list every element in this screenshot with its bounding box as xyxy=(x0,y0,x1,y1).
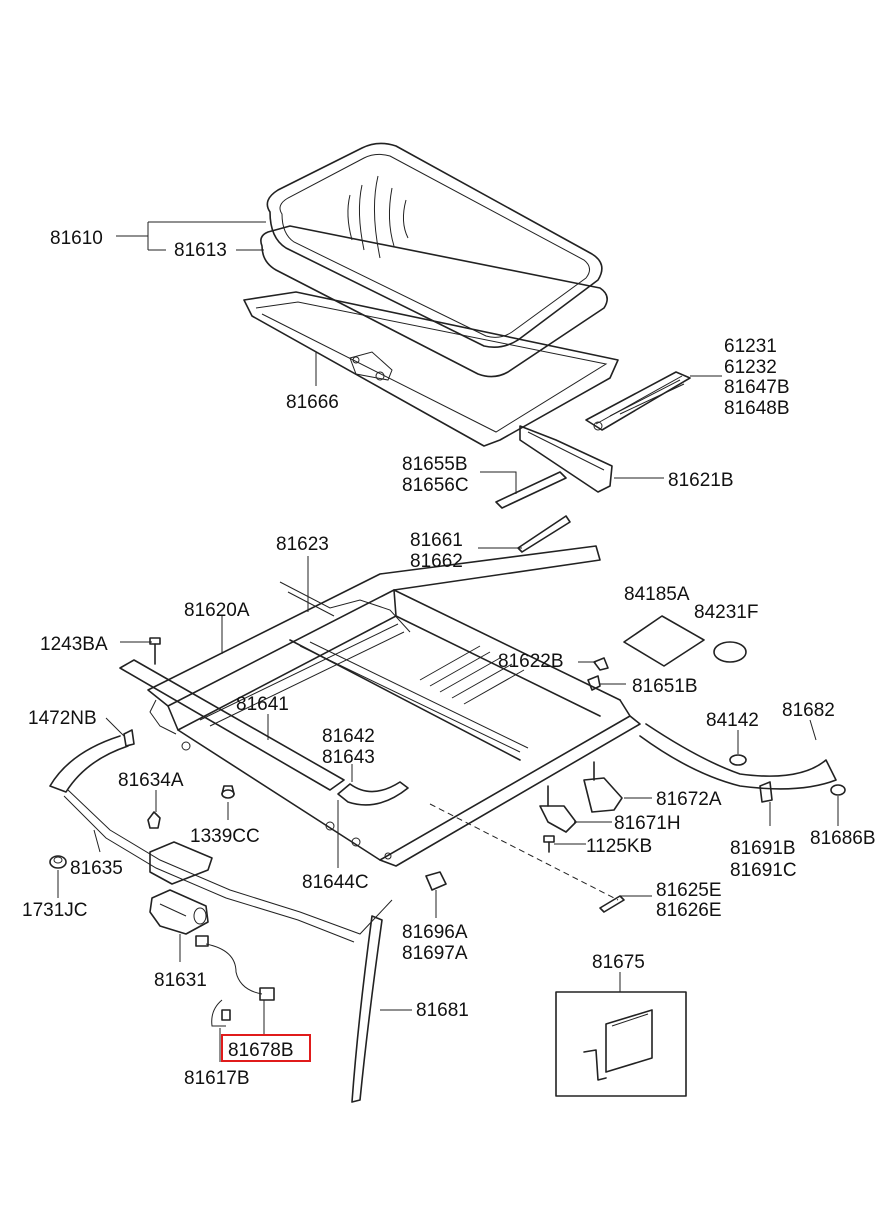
clip-81691B xyxy=(759,781,773,803)
motor-bracket xyxy=(149,841,213,885)
pad-84185A xyxy=(623,615,705,667)
grommet-84142 xyxy=(729,754,747,766)
bolt-1125KB xyxy=(543,835,555,853)
clip-81622B xyxy=(593,657,609,671)
clip-81634A xyxy=(147,811,161,829)
grommet-81686B xyxy=(830,784,846,796)
leader-lines xyxy=(57,221,839,1062)
cable-81635 xyxy=(63,789,393,943)
bracket-81672A xyxy=(583,761,623,813)
part-label-highlighted: 81678B xyxy=(228,1040,294,1061)
part-label: 81648B xyxy=(724,398,790,419)
grommet-1731JC xyxy=(49,855,67,869)
part-label: 81623 xyxy=(276,534,329,555)
part-labels: 81610 81613 81666 61231 61232 81647B 816… xyxy=(22,228,876,1089)
part-label: 81666 xyxy=(286,392,339,413)
part-label: 81642 xyxy=(322,726,375,747)
part-label: 81672A xyxy=(656,789,722,810)
cap-84231F xyxy=(713,641,747,663)
part-label: 61232 xyxy=(724,357,777,378)
part-label: 84231F xyxy=(694,602,758,623)
part-label: 81626E xyxy=(656,900,722,921)
part-label: 81622B xyxy=(498,651,564,672)
part-label: 81651B xyxy=(632,676,698,697)
clip-1472NB xyxy=(123,729,135,747)
part-label: 1472NB xyxy=(28,708,97,729)
part-label: 81655B xyxy=(402,454,468,475)
part-label: 81641 xyxy=(236,694,289,715)
part-label: 84142 xyxy=(706,710,759,731)
part-label: 81697A xyxy=(402,943,468,964)
part-label: 1243BA xyxy=(40,634,108,655)
wind-deflector xyxy=(119,659,345,791)
part-label: 81634A xyxy=(118,770,184,791)
drain-hose-front-left xyxy=(49,735,129,793)
main-frame xyxy=(147,545,641,867)
part-label: 81617B xyxy=(184,1068,250,1089)
grommet-1339CC xyxy=(221,785,235,799)
drain-hose-81681 xyxy=(351,915,383,1103)
part-label: 81682 xyxy=(782,700,835,721)
clip-81625E xyxy=(599,895,625,913)
part-label: 81643 xyxy=(322,747,375,768)
part-label: 81696A xyxy=(402,922,468,943)
part-label: 61231 xyxy=(724,336,777,357)
part-label: 81625E xyxy=(656,880,722,901)
glass-seal xyxy=(260,225,608,378)
part-label: 81647B xyxy=(724,377,790,398)
clip-81696A xyxy=(425,871,447,891)
part-label: 81631 xyxy=(154,970,207,991)
part-label: 81662 xyxy=(410,551,463,572)
part-label: 81681 xyxy=(416,1000,469,1021)
dashed-leader xyxy=(429,803,619,901)
part-label: 81613 xyxy=(174,240,227,261)
part-label: 81661 xyxy=(410,530,463,551)
bolt-1243BA xyxy=(149,637,161,665)
link-bracket xyxy=(519,425,613,493)
part-label: 84185A xyxy=(624,584,690,605)
part-label: 81691C xyxy=(730,860,797,881)
glass-panel xyxy=(266,142,603,348)
harness-81617B xyxy=(211,999,231,1027)
guide-rail-assembly xyxy=(585,371,691,431)
highlight-box xyxy=(221,1034,311,1062)
part-label: 81635 xyxy=(70,858,123,879)
part-label: 81686B xyxy=(810,828,876,849)
part-label: 81691B xyxy=(730,838,796,859)
drain-hose-81682 xyxy=(639,723,837,790)
manual-handle-box xyxy=(555,991,687,1097)
sunshade xyxy=(243,291,619,447)
part-label: 1731JC xyxy=(22,900,88,921)
part-label: 81644C xyxy=(302,872,369,893)
harness-81678B xyxy=(195,935,275,1001)
part-label: 81671H xyxy=(614,813,681,834)
drain-hose-connector xyxy=(337,781,409,806)
guide-strip xyxy=(495,471,571,553)
part-label: 81621B xyxy=(668,470,734,491)
part-label: 81620A xyxy=(184,600,250,621)
screw-81651B xyxy=(587,675,601,691)
bracket-81671H xyxy=(539,785,577,833)
part-label: 81656C xyxy=(402,475,469,496)
motor-81631 xyxy=(149,889,209,935)
part-label: 1125KB xyxy=(586,836,652,857)
part-label: 1339CC xyxy=(190,826,260,847)
part-label: 81675 xyxy=(592,952,645,973)
part-label: 81610 xyxy=(50,228,103,249)
